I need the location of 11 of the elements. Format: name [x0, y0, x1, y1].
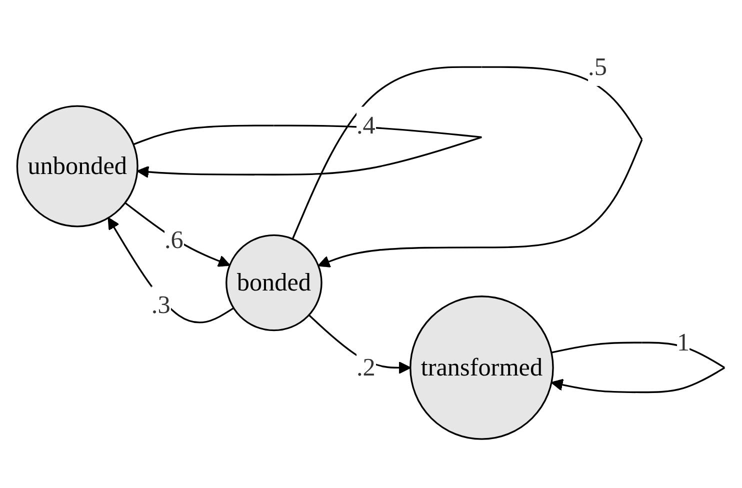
edge-label: .4 — [356, 111, 376, 140]
node-circle: bonded — [226, 234, 322, 332]
edge-label: 1 — [677, 328, 690, 356]
node-circle: transformed — [410, 296, 554, 440]
edge-label: .6 — [164, 226, 184, 254]
edge-label: .3 — [151, 290, 170, 319]
node-circle: unbonded — [16, 106, 138, 228]
edge-label: .2 — [356, 353, 376, 382]
arrow — [124, 202, 230, 268]
arrow — [108, 218, 234, 324]
edge-label: .5 — [588, 52, 607, 81]
